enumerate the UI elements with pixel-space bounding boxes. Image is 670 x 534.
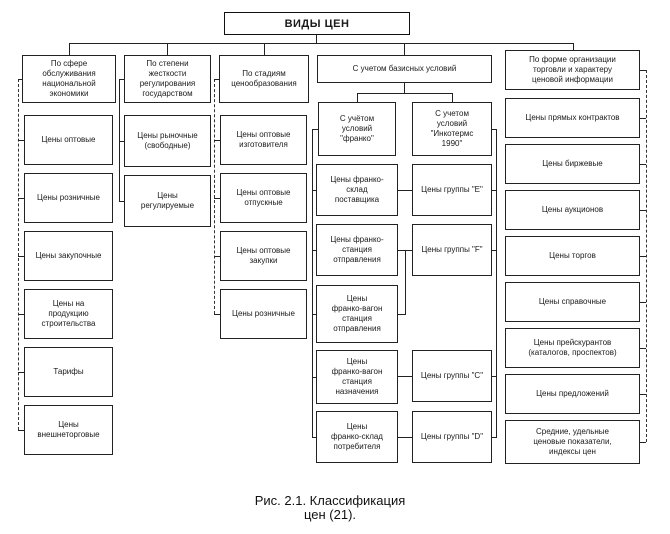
connector-col3-item2	[214, 198, 220, 199]
connector-col4-inco-3	[492, 376, 497, 377]
connector-col4-franco-2	[312, 250, 316, 251]
col3-item-retail: Цены розничные	[220, 289, 307, 339]
connector-col4-inco-spine	[496, 129, 497, 437]
connector-col4-inco-4	[492, 437, 497, 438]
connector-drop-col5	[573, 43, 574, 50]
figure-caption: Рис. 2.1. Классификация цен (21).	[254, 493, 406, 522]
connector-col1-item2	[18, 198, 24, 199]
connector-link-franco4-c	[398, 376, 412, 377]
col5-price-lists: Цены прейскурантов (каталогов, проспекто…	[505, 328, 640, 368]
col1-item-tariffs: Тарифы	[24, 347, 113, 397]
connector-col4-inco-1	[492, 190, 497, 191]
col3-item-manufacturer-wholesale: Цены оптовые изготовителя	[220, 115, 307, 165]
connector-main-bus	[69, 43, 573, 44]
col5-average-indicators: Средние, удельные ценовые показатели, ин…	[505, 420, 640, 464]
connector-col3-item3	[214, 256, 220, 257]
connector-col4-sub-bus	[357, 93, 453, 94]
col5-direct-contracts: Цены прямых контрактов	[505, 98, 640, 138]
connector-col3-item4	[214, 314, 220, 315]
connector-col5-item2	[640, 164, 646, 165]
col4-franco-departure-station: Цены франко- станция отправления	[316, 224, 398, 276]
col1-item-foreign-trade: Цены внешнеторговые	[24, 405, 113, 455]
connector-link-franco1-e	[398, 190, 412, 191]
connector-drop-col4	[404, 43, 405, 55]
category-header-basis-conditions: С учетом базисных условий	[317, 55, 492, 83]
connector-col3-top	[214, 79, 219, 80]
connector-col5-top	[640, 70, 646, 71]
col5-tenders: Цены торгов	[505, 236, 640, 276]
col5-reference: Цены справочные	[505, 282, 640, 322]
col4-subheader-franco: С учётом условий "франко"	[318, 102, 396, 156]
category-header-regulation: По степени жесткости регулирования госуд…	[124, 55, 211, 103]
connector-link-franco3-f-h	[398, 314, 406, 315]
connector-col5-item6	[640, 348, 646, 349]
connector-col4-sub-left	[357, 93, 358, 102]
connector-drop-col1	[69, 43, 70, 55]
col2-item-regulated: Цены регулируемые	[124, 175, 211, 227]
col5-exchange: Цены биржевые	[505, 144, 640, 184]
connector-col5-item7	[640, 394, 646, 395]
connector-col4-franco-spine	[312, 129, 313, 437]
connector-col4-sub-right	[452, 93, 453, 102]
root-title-box: ВИДЫ ЦЕН	[224, 12, 410, 35]
col4-subheader-incoterms: С учетом условий "Инкотермс 1990"	[412, 102, 492, 156]
connector-col4-franco-1	[312, 190, 316, 191]
connector-col2-item1	[119, 141, 124, 142]
connector-col5-item8	[640, 442, 646, 443]
connector-col4-franco-4	[312, 377, 316, 378]
connector-col1-item6	[18, 430, 24, 431]
connector-col4-franco-5	[312, 437, 316, 438]
connector-col1-item1	[18, 140, 24, 141]
col4-incoterms-group-f: Цены группы "F"	[412, 224, 492, 276]
connector-col5-item4	[640, 256, 646, 257]
connector-drop-col3	[264, 43, 265, 55]
connector-col1-top	[18, 79, 22, 80]
col3-item-wholesale-release: Цены оптовые отпускные	[220, 173, 307, 223]
connector-col4-franco-3	[312, 314, 316, 315]
col5-auctions: Цены аукционов	[505, 190, 640, 230]
connector-col4-header-stem	[404, 83, 405, 93]
col4-franco-consumer-warehouse: Цены франко-склад потребителя	[316, 411, 398, 463]
connector-spine-col2	[119, 79, 120, 201]
col4-incoterms-group-c: Цены группы "С"	[412, 350, 492, 402]
connector-link-franco3-f-v	[405, 250, 406, 314]
col4-franco-wagon-destination: Цены франко-вагон станция назначения	[316, 350, 398, 404]
connector-link-franco5-d	[398, 437, 412, 438]
col5-offers: Цены предложений	[505, 374, 640, 414]
connector-col2-item2	[119, 201, 124, 202]
category-header-pricing-stages: По стадиям ценообразования	[219, 55, 309, 103]
connector-drop-col2	[167, 43, 168, 55]
col4-franco-supplier-warehouse: Цены франко- склад поставщика	[316, 164, 398, 216]
col1-item-retail: Цены розничные	[24, 173, 113, 223]
col1-item-procurement: Цены закупочные	[24, 231, 113, 281]
col1-item-wholesale: Цены оптовые	[24, 115, 113, 165]
connector-col1-item5	[18, 372, 24, 373]
connector-col5-item3	[640, 210, 646, 211]
connector-col1-item3	[18, 256, 24, 257]
connector-spine-col1	[18, 79, 19, 430]
connector-col4-inco-2	[492, 250, 497, 251]
col4-incoterms-group-e: Цены группы "Е"	[412, 164, 492, 216]
connector-col4-franco-top	[312, 129, 318, 130]
col2-item-market: Цены рыночные (свободные)	[124, 115, 211, 167]
col4-franco-wagon-departure: Цены франко-вагон станция отправления	[316, 285, 398, 343]
connector-col5-item1	[640, 118, 646, 119]
category-header-national-economy: По сфере обслуживания национальной эконо…	[22, 55, 116, 103]
connector-col2-top	[119, 79, 124, 80]
connector-spine-col5	[646, 70, 647, 442]
category-header-trade-form: По форме организации торговли и характер…	[505, 50, 640, 90]
connector-col5-item5	[640, 302, 646, 303]
connector-spine-col3	[214, 79, 215, 314]
connector-col3-item1	[214, 140, 220, 141]
connector-col1-item4	[18, 314, 24, 315]
connector-col4-inco-top	[492, 129, 497, 130]
col1-item-construction: Цены на продукцию строительства	[24, 289, 113, 339]
col3-item-wholesale-purchase: Цены оптовые закупки	[220, 231, 307, 281]
col4-incoterms-group-d: Цены группы "D"	[412, 411, 492, 463]
connector-root-stem	[316, 35, 317, 43]
